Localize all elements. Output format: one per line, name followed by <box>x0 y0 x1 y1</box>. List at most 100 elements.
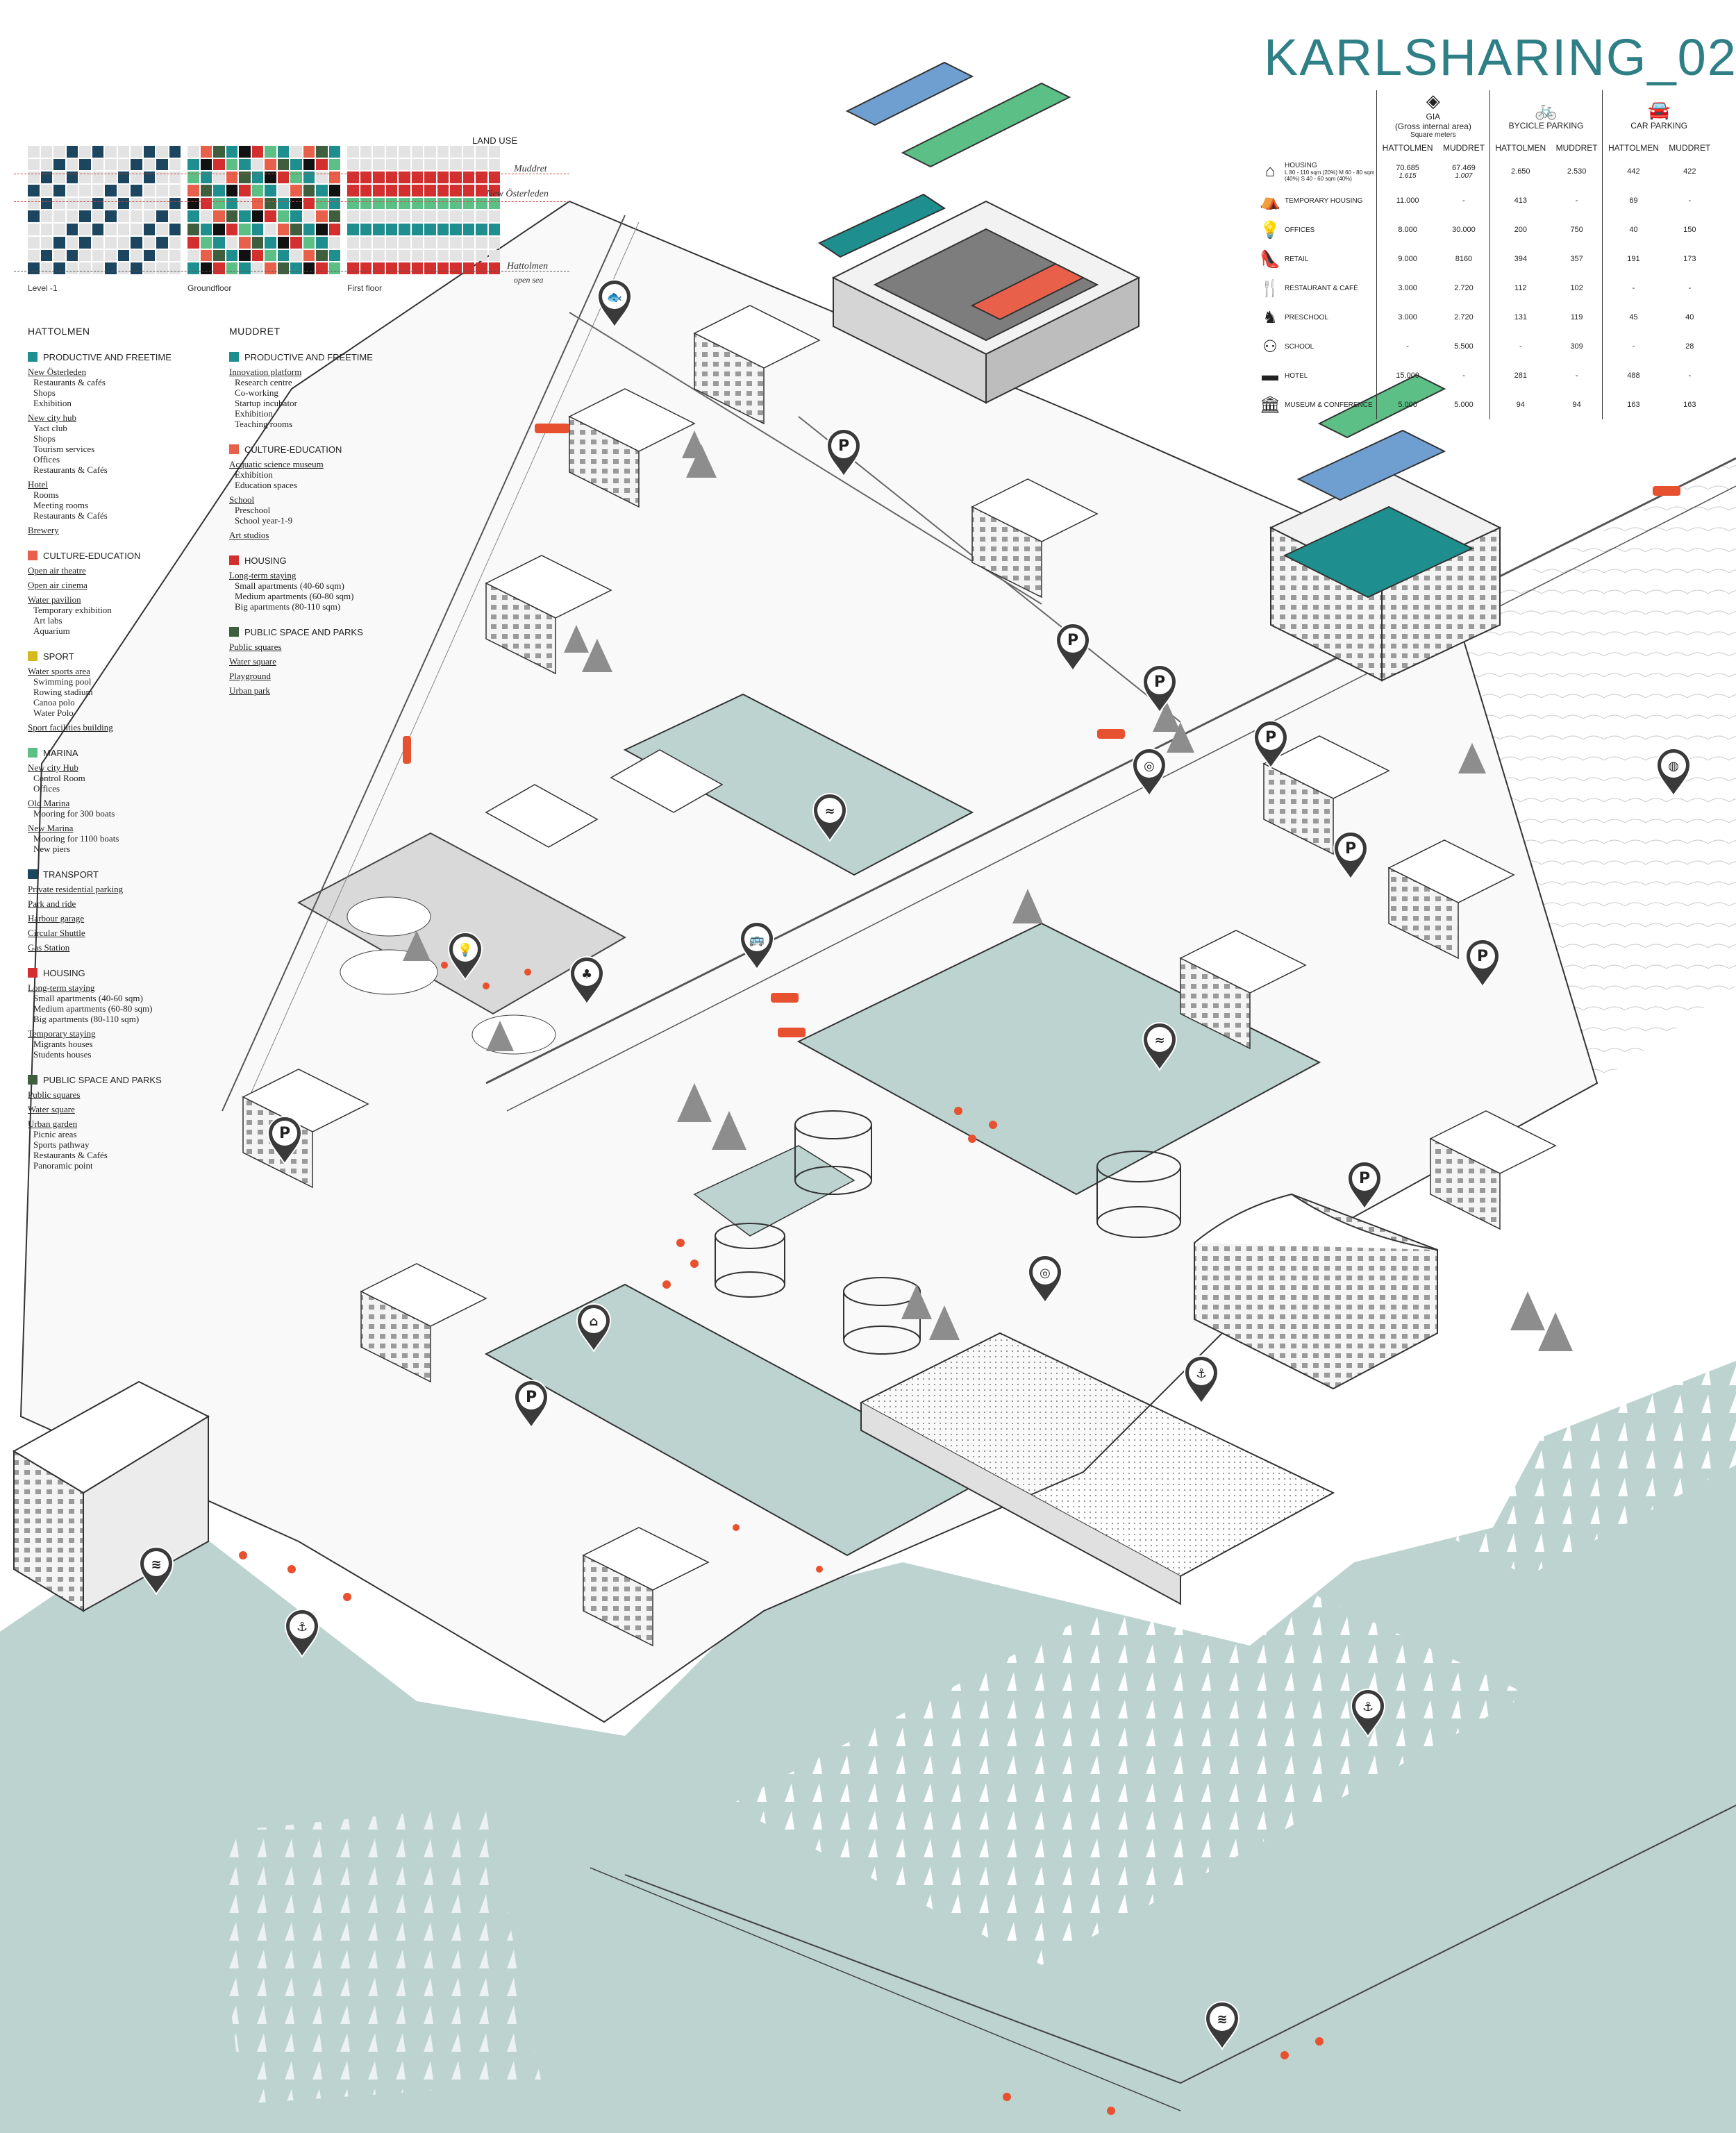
land-use-cell <box>488 224 500 235</box>
land-use-cell <box>92 262 103 274</box>
table-row-label: RETAIL <box>1283 244 1377 274</box>
legend-category-name: PRODUCTIVE AND FREETIME <box>43 352 172 362</box>
land-use-cell <box>347 262 359 274</box>
parking-icon: P <box>279 1125 290 1142</box>
land-use-cell <box>143 249 155 262</box>
land-use-cell <box>450 197 462 210</box>
land-use-cell <box>476 197 487 210</box>
land-use-cell <box>437 249 449 262</box>
land-use-cell <box>437 172 449 184</box>
land-use-cell <box>476 249 487 262</box>
legend-group-head: Open air theatre <box>28 565 86 576</box>
land-use-cell <box>226 224 237 235</box>
west-road-edge <box>242 221 640 1112</box>
land-use-cell <box>92 185 103 196</box>
land-use-cell <box>290 224 302 235</box>
table-cell: 173 <box>1664 244 1715 274</box>
land-use-cell <box>213 224 225 235</box>
table-cell: 2.650 <box>1489 157 1551 186</box>
table-cell: 131 <box>1489 303 1551 332</box>
land-use-cell <box>424 224 436 235</box>
target-icon: ◎ <box>1144 759 1155 773</box>
land-use-cell <box>347 172 359 184</box>
land-use-cell <box>156 224 168 235</box>
table-row-label-text: HOTEL <box>1285 371 1308 380</box>
table-cell-value: 11.000 <box>1396 196 1419 205</box>
table-row-label-text: PRESCHOOL <box>1285 313 1328 321</box>
table-cell-value: 150 <box>1683 226 1696 234</box>
table-cell: 102 <box>1551 274 1603 303</box>
land-use-cell <box>92 197 103 210</box>
table-cell: - <box>1489 332 1551 361</box>
table-cell: 94 <box>1551 390 1603 419</box>
land-use-cell <box>328 236 340 249</box>
land-use-cell <box>373 185 385 196</box>
land-use-cell <box>143 236 155 249</box>
land-use-cell <box>239 224 251 235</box>
level-label-muddret: Muddret <box>514 164 547 174</box>
land-use-cell <box>105 185 117 196</box>
table-cell-value: 45 <box>1629 313 1638 321</box>
level-line-new-osterleden <box>14 201 569 202</box>
land-use-cell <box>476 262 487 274</box>
land-use-cell <box>105 158 117 171</box>
land-use-cell <box>265 185 276 196</box>
land-use-cell <box>156 185 168 196</box>
parking-icon: P <box>1477 948 1488 965</box>
land-use-cell <box>66 249 78 262</box>
land-use-cell <box>476 210 487 223</box>
land-use-cell <box>476 158 487 171</box>
land-use-cell <box>316 146 328 158</box>
land-use-cell <box>79 146 91 158</box>
table-cell-extra: 1.615 <box>1399 172 1417 180</box>
land-use-cell <box>169 146 181 158</box>
land-use-cell <box>385 249 397 262</box>
new-marina-pin: ⚓NEW MARINA <box>1350 1689 1386 1738</box>
legend-group-head: Open air cinema <box>28 580 87 590</box>
legend-item: Restaurants & Cafés <box>33 510 108 521</box>
land-use-cell <box>117 185 129 196</box>
table-cell-value: 119 <box>1570 313 1583 321</box>
legend-item: Teaching rooms <box>235 419 293 429</box>
land-use-cell <box>437 236 449 249</box>
land-use-cell <box>411 249 423 262</box>
land-use-cell <box>385 236 397 249</box>
parking-pin-4: P <box>1464 939 1501 988</box>
table-row-label-text: TEMPORARY HOUSING <box>1285 196 1363 205</box>
land-use-cell <box>239 210 251 223</box>
land-use-cell <box>373 210 385 223</box>
legend-group-head: Long-term staying <box>229 570 297 580</box>
new-marina-area <box>1292 986 1736 1576</box>
legend-category: SPORT <box>28 651 236 662</box>
anchor-icon: ⚓ <box>1362 1700 1374 1714</box>
page-title: KARLSHARING_02 <box>1264 28 1736 86</box>
land-use-cell <box>360 224 372 235</box>
legend-group-head: New Marina <box>28 823 74 833</box>
land-use-cell <box>450 172 462 184</box>
tent-icon: ⛺ <box>1260 191 1280 210</box>
legend-category-name: HOUSING <box>244 555 287 566</box>
land-use-cell <box>79 197 91 210</box>
land-use-cell <box>200 249 212 262</box>
legend-category: HOUSING <box>229 555 437 566</box>
museum-icon: 🏛 <box>1259 395 1281 415</box>
legend-group-head: Art studios <box>229 530 269 540</box>
land-use-cell <box>303 197 315 210</box>
land-use-cell <box>79 236 91 249</box>
land-use-cell <box>360 197 372 210</box>
legend-item: Preschool <box>235 505 271 515</box>
land-use-cell <box>488 236 500 249</box>
land-use-grid-level-minus-1 <box>28 146 181 274</box>
land-use-cell <box>117 158 129 171</box>
table-cell: - <box>1438 361 1489 390</box>
land-use-cell <box>28 262 40 274</box>
legend-item: Canoa polo <box>33 697 75 708</box>
land-use-cell <box>131 146 142 158</box>
land-use-cell <box>40 146 52 158</box>
land-use-cell <box>373 224 385 235</box>
land-use-cell <box>28 146 40 158</box>
legend-item: Rooms <box>33 490 59 500</box>
land-use-cell <box>226 210 237 223</box>
table-cell-value: 9.000 <box>1398 255 1417 263</box>
table-cell-value: - <box>1575 371 1578 380</box>
